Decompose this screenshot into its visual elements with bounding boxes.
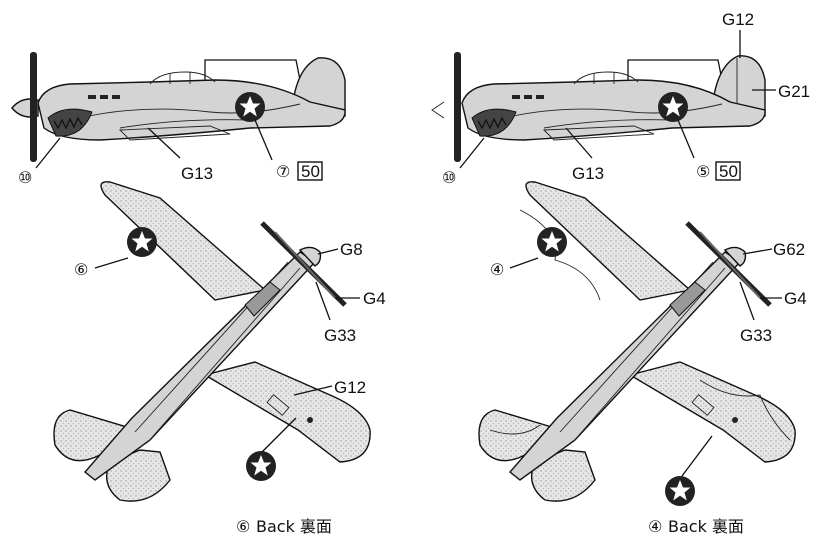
right-side-view: G12 G21 ⑩ G13 ⑤ 50 [431, 10, 810, 187]
callout-wing-marking-number: ④ [490, 260, 504, 279]
callout-wing-marking-number: ⑥ [74, 260, 88, 279]
left-side-view: ⑩ G13 ⑦ 50 [11, 52, 346, 187]
callout-fuselage: G13 [572, 164, 604, 183]
code-box-text: 50 [719, 162, 738, 181]
star-roundel-icon [658, 92, 688, 122]
callout-spinner: G8 [340, 240, 363, 259]
callout-prop-tip: G4 [363, 289, 386, 308]
callout-tail-top: G12 [722, 10, 754, 29]
shark-mouth-icon [47, 108, 93, 137]
propeller-icon [30, 52, 37, 162]
callout-prop: G33 [324, 326, 356, 345]
left-caption-text: Back 裏面 [256, 517, 332, 536]
callout-marking-number: ⑤ [696, 162, 710, 181]
right-caption-text: Back 裏面 [668, 517, 744, 536]
callout-tail: G21 [778, 82, 810, 101]
code-box [715, 161, 741, 181]
wing-roundel-icon [127, 227, 157, 257]
wing-roundel-icon [537, 227, 567, 257]
callout-wing-panel: G12 [334, 378, 366, 397]
callout-marking-number: ⑦ [276, 162, 290, 181]
callout-exhaust-number: ⑩ [442, 168, 456, 187]
code-box-text: 50 [301, 162, 320, 181]
right-caption-number: ④ [648, 517, 662, 536]
left-top-view: ⑥ G8 G4 G33 G12 [53, 181, 386, 502]
callout-prop-tip: G4 [784, 289, 807, 308]
underside-roundel-icon [665, 476, 695, 506]
left-caption-number: ⑥ [236, 517, 250, 536]
callout-prop: G33 [740, 326, 772, 345]
right-top-view: ④ G62 G4 G33 [478, 181, 807, 506]
callout-spinner: G62 [773, 240, 805, 259]
code-box [297, 161, 323, 181]
underside-roundel-icon [246, 451, 276, 481]
callout-fuselage: G13 [181, 164, 213, 183]
star-roundel-icon [235, 92, 265, 122]
callout-exhaust-number: ⑩ [18, 168, 32, 187]
